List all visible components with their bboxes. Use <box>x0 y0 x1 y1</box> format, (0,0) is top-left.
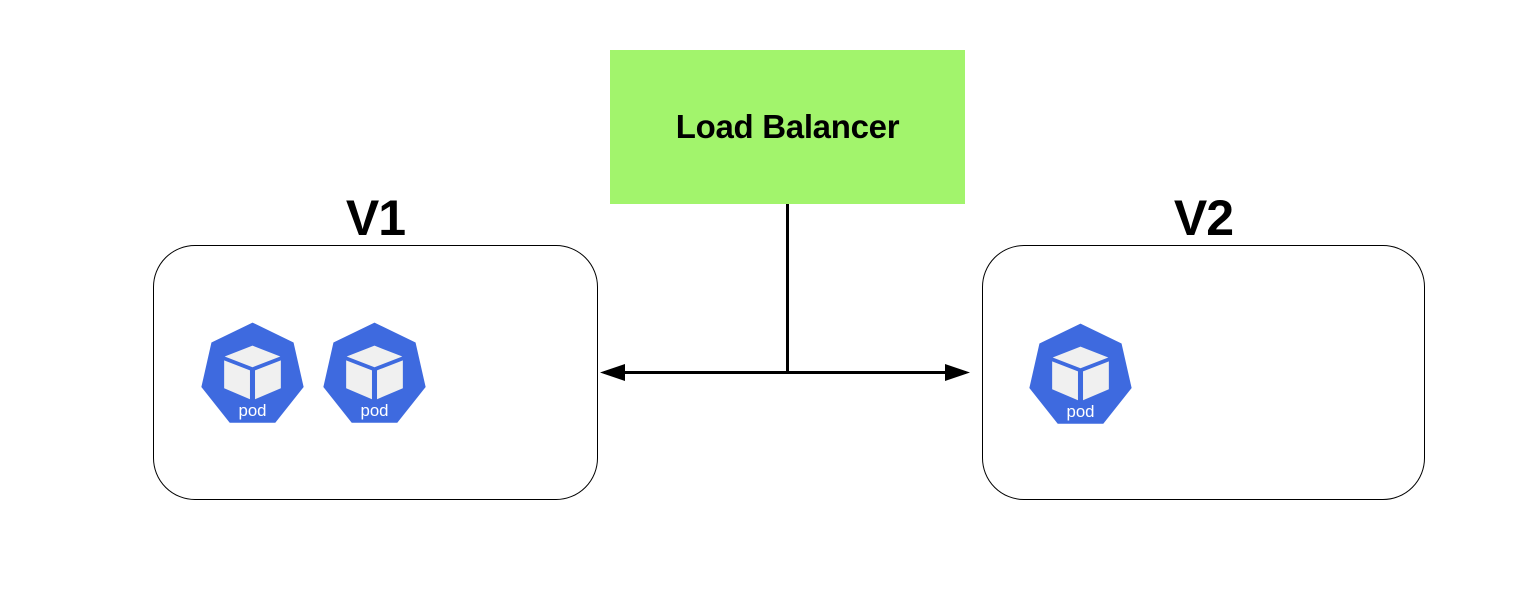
pod-heptagon <box>323 322 426 423</box>
cube-right-face <box>377 360 403 400</box>
group-v2-box: pod <box>982 245 1425 500</box>
cube-right-face <box>1083 361 1109 401</box>
cube-left-face <box>224 360 250 400</box>
pod-icon: pod <box>201 322 304 423</box>
group-v1-box: pod pod <box>153 245 598 500</box>
pod-heptagon <box>1029 323 1132 424</box>
load-balancer-label: Load Balancer <box>675 108 900 145</box>
pod-label: pod <box>361 401 389 420</box>
group-v2-label: V2 <box>1173 190 1234 246</box>
cube-top-face <box>346 345 403 368</box>
cube-right-face <box>255 360 281 400</box>
cube-top-face <box>224 345 281 368</box>
load-balancer-node: Load Balancer <box>610 50 965 204</box>
group-v1-label: V1 <box>345 190 406 246</box>
pod-icon: pod <box>1029 323 1132 424</box>
arrowhead-right-icon <box>945 364 970 381</box>
cube-top-face <box>1052 346 1109 369</box>
pod-label: pod <box>1067 402 1095 421</box>
pod-icon: pod <box>323 322 426 423</box>
cube-left-face <box>1052 361 1078 401</box>
arrowhead-left-icon <box>600 364 625 381</box>
pod-heptagon <box>201 322 304 423</box>
pod-label: pod <box>239 401 267 420</box>
cube-left-face <box>346 360 372 400</box>
